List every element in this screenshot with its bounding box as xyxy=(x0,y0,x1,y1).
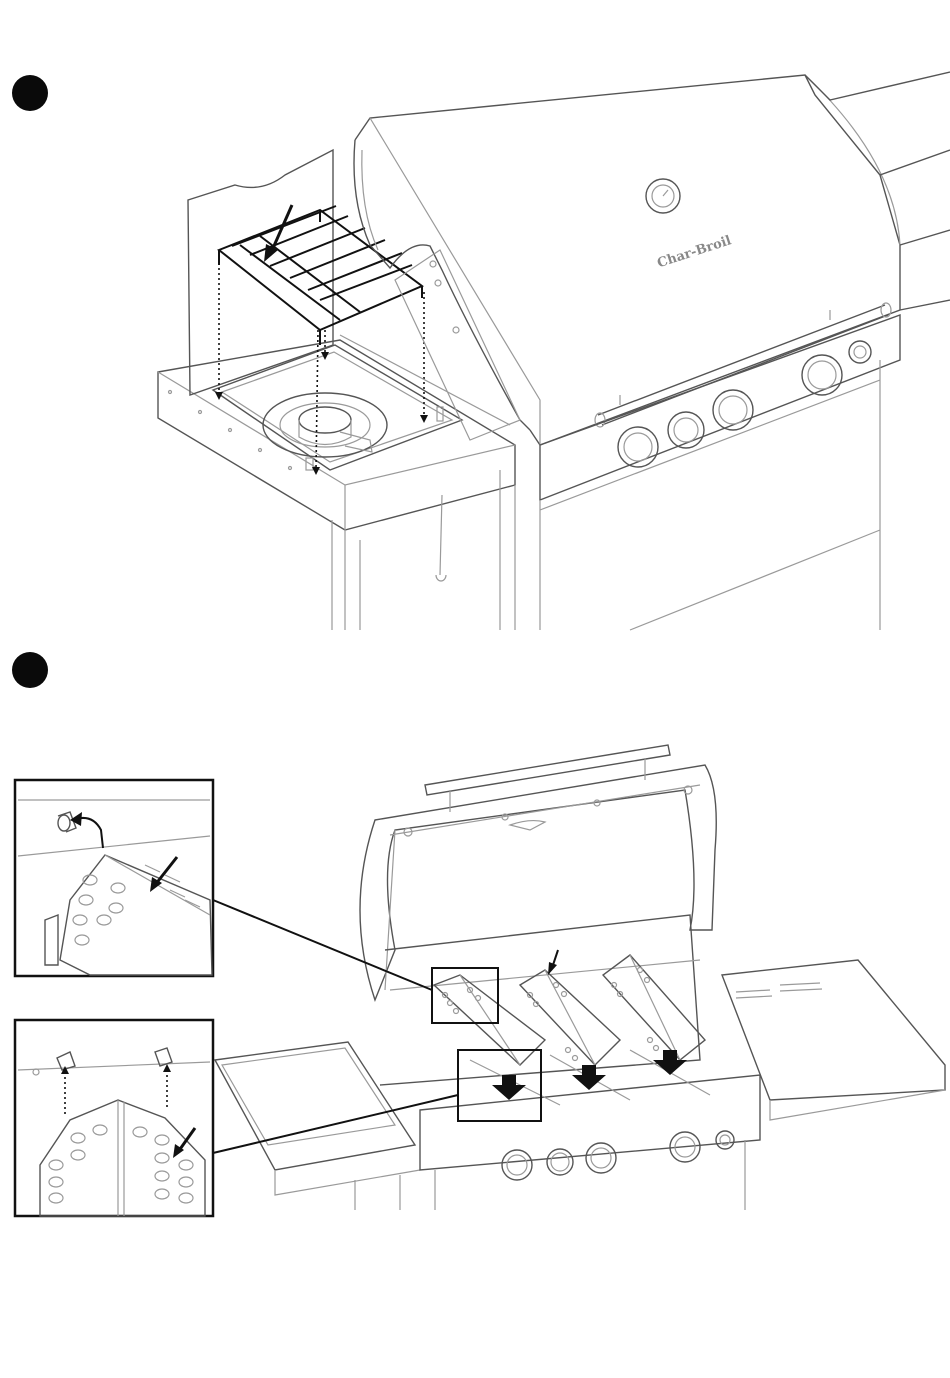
right-side-shelf xyxy=(805,72,950,310)
open-lid xyxy=(360,765,716,1000)
step-2-illustration xyxy=(15,745,945,1216)
wind-guard xyxy=(188,150,333,395)
heat-tent-left xyxy=(434,975,545,1065)
brand-logo: Char-Broil xyxy=(655,233,733,271)
side-burner-head xyxy=(299,407,351,433)
grill-cart xyxy=(540,360,880,630)
open-lid-handle xyxy=(425,745,670,795)
igniter-chain xyxy=(436,495,446,581)
control-panel-open xyxy=(420,1075,760,1170)
side-shelf xyxy=(158,340,515,530)
control-knobs-open xyxy=(502,1131,734,1180)
right-side-shelf-open xyxy=(722,960,945,1100)
control-panel xyxy=(540,315,900,500)
step-1-illustration: Char-Broil xyxy=(158,72,950,630)
detail-inset-bottom xyxy=(15,1020,213,1216)
side-cart-leg xyxy=(332,520,360,630)
heat-tent-right xyxy=(603,955,705,1060)
warming-rack xyxy=(219,206,422,345)
detail-inset-top xyxy=(15,780,213,976)
